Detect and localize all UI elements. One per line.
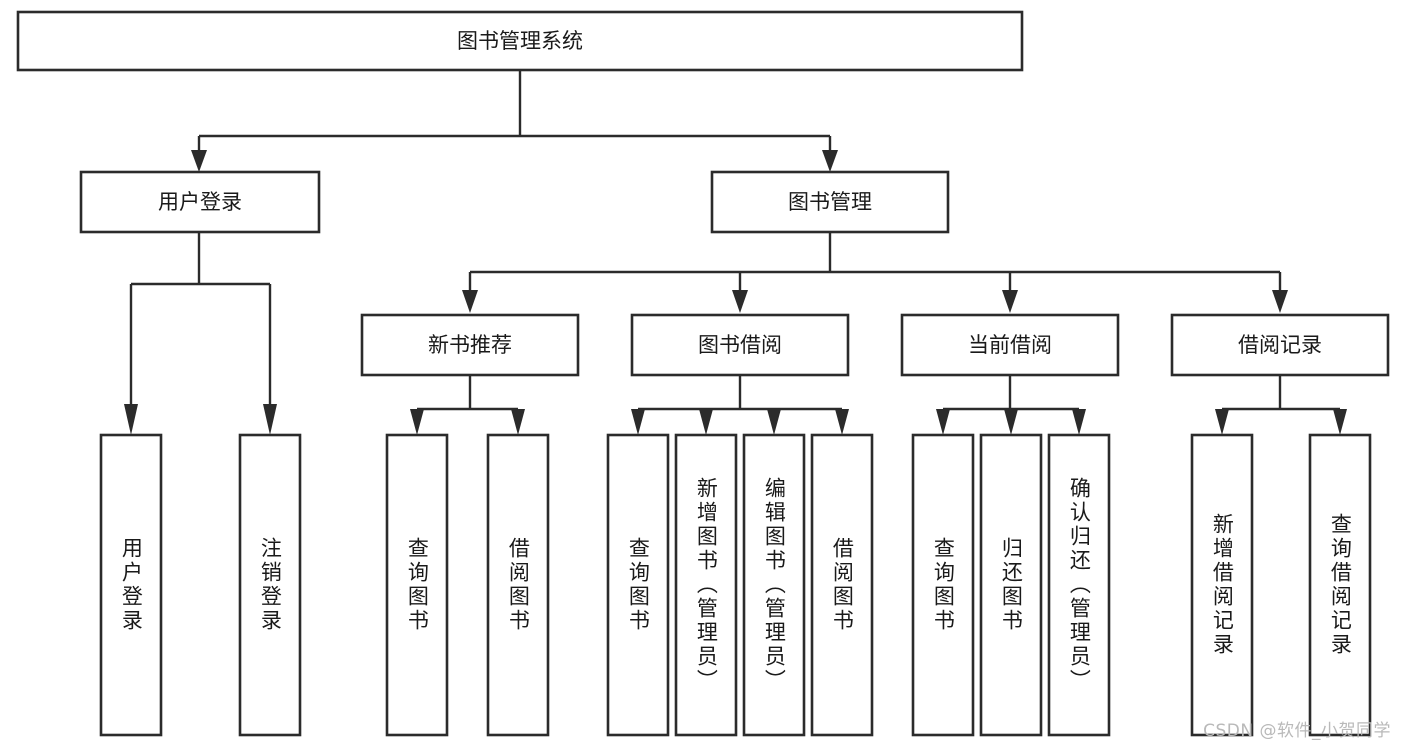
- connector-group-book-borrow: [631, 375, 849, 435]
- node-current-borrow[interactable]: 当前借阅: [900, 313, 1120, 377]
- leaf-box-book-borrow-4[interactable]: [810, 433, 874, 737]
- arrow-head-leaf-borrow-record-2: [1333, 409, 1347, 435]
- leaf-box-book-borrow-2[interactable]: [674, 433, 738, 737]
- arrow-head-leaf-user-login-2: [263, 404, 277, 435]
- node-current-borrow-label: 当前借阅: [968, 333, 1052, 357]
- node-borrow-record-label: 借阅记录: [1238, 333, 1322, 357]
- node-new-book-recommend-label: 新书推荐: [428, 333, 512, 357]
- node-new-book-recommend[interactable]: 新书推荐: [360, 313, 580, 377]
- connector-group-current-borrow: [936, 375, 1086, 435]
- leaf-box-current-borrow-3[interactable]: [1047, 433, 1111, 737]
- leaf-box-borrow-record-2[interactable]: [1308, 433, 1372, 737]
- node-book-borrow[interactable]: 图书借阅: [630, 313, 850, 377]
- arrow-head-leaf-book-borrow-1: [631, 409, 645, 435]
- arrow-head-new-book: [462, 290, 478, 313]
- node-root-system-box: [16, 10, 1024, 72]
- leaf-box-user-login-2[interactable]: [238, 433, 302, 737]
- connector-group-book-mgmt: [462, 232, 1288, 313]
- node-book-management[interactable]: 图书管理: [710, 170, 950, 234]
- arrow-head-leaf-book-borrow-3: [767, 409, 781, 435]
- node-current-borrow-box: [900, 313, 1120, 377]
- leaf-box-book-borrow-3[interactable]: [742, 433, 806, 737]
- arrow-head-user-login: [191, 150, 207, 172]
- node-book-borrow-box: [630, 313, 850, 377]
- arrow-head-leaf-new-book-1: [410, 409, 424, 435]
- leaf-box-user-login-1[interactable]: [99, 433, 163, 737]
- arrow-head-book-mgmt: [822, 150, 838, 172]
- node-book-management-label: 图书管理: [788, 190, 872, 214]
- node-user-login-box: [79, 170, 321, 234]
- connector-group-user-login: [124, 232, 277, 435]
- connector-group-root: [191, 70, 838, 172]
- arrow-head-leaf-book-borrow-4: [835, 409, 849, 435]
- node-user-login-label: 用户登录: [158, 190, 242, 214]
- leaf-box-current-borrow-2[interactable]: [979, 433, 1043, 737]
- leaf-box-borrow-record-1[interactable]: [1190, 433, 1254, 737]
- arrow-head-leaf-borrow-record-1: [1215, 409, 1229, 435]
- arrow-head-leaf-user-login-1: [124, 404, 138, 435]
- arrow-head-leaf-current-borrow-1: [936, 409, 950, 435]
- arrow-head-leaf-book-borrow-2: [699, 409, 713, 435]
- leaf-box-new-book-2[interactable]: [486, 433, 550, 737]
- arrow-head-current-borrow: [1002, 290, 1018, 313]
- arrow-head-book-borrow: [732, 290, 748, 313]
- node-user-login[interactable]: 用户登录: [79, 170, 321, 234]
- arrow-head-leaf-current-borrow-3: [1072, 409, 1086, 435]
- leaf-box-current-borrow-1[interactable]: [911, 433, 975, 737]
- arrow-head-borrow-record: [1272, 290, 1288, 313]
- leaf-box-new-book-1[interactable]: [385, 433, 449, 737]
- node-root-system-label: 图书管理系统: [457, 29, 583, 53]
- node-book-management-box: [710, 170, 950, 234]
- connector-group-new-book: [410, 375, 525, 435]
- node-borrow-record[interactable]: 借阅记录: [1170, 313, 1390, 377]
- node-root-system[interactable]: 图书管理系统: [16, 10, 1024, 72]
- arrow-head-leaf-current-borrow-2: [1004, 409, 1018, 435]
- connector-group-borrow-record: [1215, 375, 1347, 435]
- node-new-book-recommend-box: [360, 313, 580, 377]
- node-borrow-record-box: [1170, 313, 1390, 377]
- node-book-borrow-label: 图书借阅: [698, 333, 782, 357]
- leaf-box-book-borrow-1[interactable]: [606, 433, 670, 737]
- arrow-head-leaf-new-book-2: [511, 409, 525, 435]
